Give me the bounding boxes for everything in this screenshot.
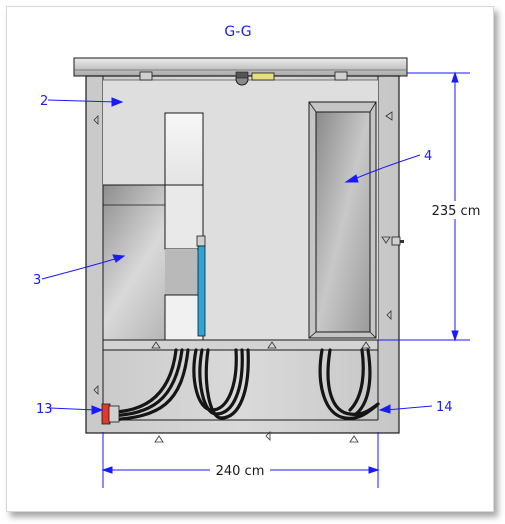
height-dimension-label: 235 cm: [432, 204, 481, 219]
callout-label-4: 4: [424, 149, 432, 164]
cable-bundle: [108, 348, 380, 422]
callout-label-13: 13: [36, 402, 53, 417]
equipment-unit-4: [308, 101, 377, 339]
width-dimension-label: 240 cm: [216, 464, 265, 479]
floor-markers: [154, 431, 359, 443]
right-wall-details: [93, 111, 404, 395]
blue-panel-strip: [197, 245, 206, 337]
height-dimension-label-bg: [428, 201, 488, 219]
callout-leaders: [41, 97, 433, 415]
section-title: G-G: [224, 24, 251, 40]
callout-label-3: 3: [33, 273, 41, 288]
top-fitting: [139, 71, 348, 86]
middle-shelf: [102, 339, 379, 351]
width-dimension: [101, 432, 380, 488]
roof-slab: [73, 57, 408, 77]
equipment-unit-3: [102, 112, 206, 341]
callout-label-14: 14: [436, 400, 453, 415]
connector-13: [101, 403, 120, 425]
callout-label-2: 2: [40, 94, 48, 109]
